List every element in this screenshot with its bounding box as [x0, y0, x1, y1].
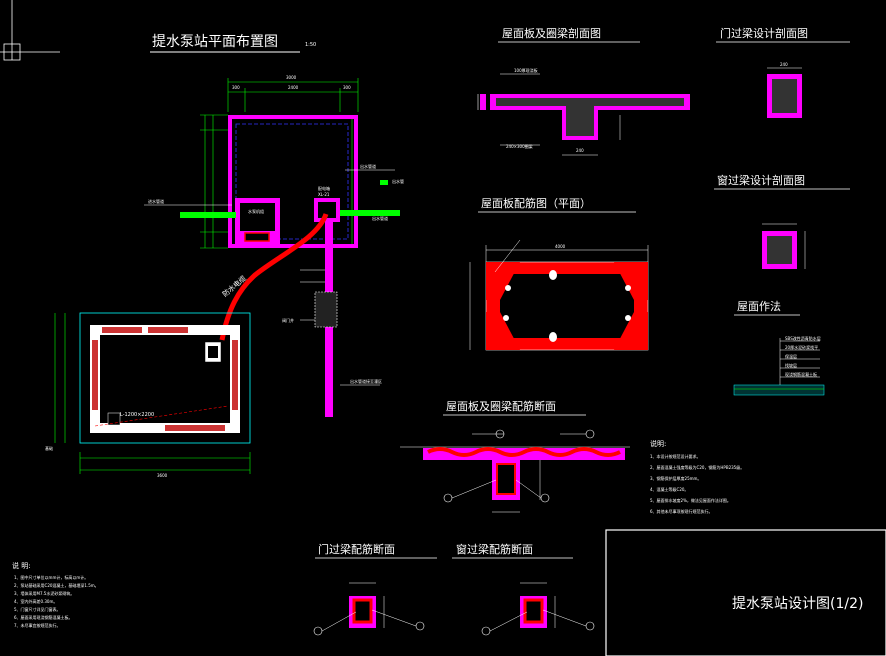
main-plan-scale: 1:50	[305, 42, 316, 48]
svg-text:基础: 基础	[45, 445, 53, 451]
title-block-text: 提水泵站设计图(1/2)	[732, 596, 863, 612]
cad-crosshair-cursor	[0, 0, 60, 61]
foundation-dim-total: 3600	[157, 473, 168, 478]
roof-outline-dashed	[235, 123, 349, 240]
notes-left-heading: 说 明:	[12, 561, 31, 570]
notes-left-line: 3、墙体采用M7.5水泥砂浆砌筑。	[14, 590, 74, 596]
roof-rebar-plan-drawing: 4000	[469, 239, 649, 351]
pipe-outlet	[380, 180, 388, 185]
pump-unit-left: 水泵机组	[235, 198, 280, 246]
door-lintel-section-drawing: 240	[767, 62, 802, 118]
svg-text:配电箱: 配电箱	[318, 185, 330, 191]
roof-beam-rebar-drawing	[400, 429, 630, 513]
svg-text:240×300圈梁: 240×300圈梁	[506, 143, 533, 149]
main-plan-title: 提水泵站平面布置图	[152, 34, 278, 50]
svg-text:进水管道: 进水管道	[148, 198, 164, 204]
svg-text:SBS改性沥青防水层: SBS改性沥青防水层	[785, 335, 821, 341]
plan-dim-a: 300	[232, 85, 240, 90]
notes-right-lines: 1、本设计按规范设计要求。 2、屋面混凝土强度等级为C20，钢筋为HPB235级…	[650, 453, 744, 514]
roof-beam-section-title: 屋面板及圈梁剖面图	[502, 26, 601, 40]
valve-well	[314, 291, 338, 328]
svg-text:水泵机组: 水泵机组	[248, 208, 264, 214]
plan-dim-c: 300	[343, 85, 351, 90]
rebar-plan-dim: 4000	[555, 244, 566, 249]
svg-text:出水管道接至灌区: 出水管道接至灌区	[350, 378, 382, 384]
svg-text:保温层: 保温层	[785, 353, 797, 359]
svg-text:出水管道: 出水管道	[372, 215, 388, 221]
notes-left-line: 2、泵站基础采用C20混凝土，基础埋深1.5m。	[14, 582, 99, 588]
notes-left-lines: 1、图中尺寸单位以mm计，标高以m计。 2、泵站基础采用C20混凝土，基础埋深1…	[14, 574, 99, 628]
plan-dim-total: 3000	[286, 75, 297, 80]
roof-method-layer-labels: SBS改性沥青防水层 20厚水泥砂浆找平 保温层 找坡层 现浇钢筋混凝土板	[785, 335, 821, 377]
svg-text:找坡层: 找坡层	[785, 362, 797, 368]
svg-text:阀门井: 阀门井	[282, 317, 294, 323]
window-lintel-section-title: 窗过梁设计剖面图	[717, 173, 805, 187]
door-lintel-rebar-title: 门过梁配筋断面	[318, 542, 395, 556]
notes-right-heading: 说明:	[650, 439, 666, 448]
foundation-wall-note: L-1200×2200	[120, 412, 154, 418]
door-lintel-rebar-drawing	[313, 582, 425, 636]
notes-left-line: 5、门窗尺寸详见门窗表。	[14, 606, 61, 612]
svg-text:现浇钢筋混凝土板: 现浇钢筋混凝土板	[785, 371, 817, 377]
svg-text:出水管道: 出水管道	[360, 163, 376, 169]
svg-text:100厚现浇板: 100厚现浇板	[514, 67, 538, 73]
notes-right-line: 6、其他未尽事项按现行规范执行。	[650, 508, 713, 514]
window-lintel-rebar-drawing	[481, 582, 595, 636]
roof-beam-rebar-title: 屋面板及圈梁配筋断面	[446, 399, 556, 413]
pipe-left	[180, 212, 236, 218]
foundation-outline	[79, 312, 251, 444]
foundation-dimensions	[54, 313, 251, 474]
notes-left-line: 4、室内外高差0.30m。	[14, 598, 57, 604]
window-lintel-section-drawing	[762, 223, 806, 269]
notes-left-line: 7、未尽事宜按规范执行。	[14, 622, 61, 628]
roof-method-drawing	[733, 338, 825, 396]
plan-dim-b: 2400	[288, 85, 299, 90]
title-block	[605, 529, 886, 656]
svg-text:XL-21: XL-21	[318, 192, 330, 197]
roof-method-title: 屋面作法	[737, 299, 781, 313]
notes-right-line: 5、屋面排水坡度2%，做法见屋面作法详图。	[650, 497, 731, 503]
waterproof-cable	[219, 213, 329, 341]
plan-dimensions-top	[227, 78, 359, 112]
window-lintel-rebar-title: 窗过梁配筋断面	[456, 542, 533, 556]
roof-beam-section-drawing: 100厚现浇板 240×300圈梁 240	[477, 67, 690, 156]
notes-left-line: 1、图中尺寸单位以mm计，标高以m计。	[14, 574, 88, 580]
svg-text:240: 240	[576, 148, 584, 153]
foundation-axis	[94, 405, 229, 427]
svg-text:20厚水泥砂浆找平: 20厚水泥砂浆找平	[785, 344, 818, 350]
door-lintel-width: 240	[780, 62, 788, 67]
pump-unit-right: 配电箱 XL-21	[314, 185, 340, 222]
pipe-right	[340, 210, 400, 216]
notes-right-line: 3、钢筋保护层厚度25mm。	[650, 475, 701, 481]
roof-rebar-plan-title: 屋面板配筋图（平面）	[481, 196, 591, 210]
foundation-walls	[90, 325, 240, 433]
door-lintel-section-title: 门过梁设计剖面图	[720, 26, 808, 40]
pipe-annotations: 阀门井 出水管道接至灌区	[282, 269, 382, 386]
notes-right-line: 4、混凝土等级C20。	[650, 486, 688, 492]
notes-right-line: 1、本设计按规范设计要求。	[650, 453, 701, 459]
plan-dimensions-left	[200, 114, 228, 249]
notes-right-line: 2、屋面混凝土强度等级为C20，钢筋为HPB235级。	[650, 464, 744, 470]
notes-left-line: 6、屋面采用现浇钢筋混凝土板。	[14, 614, 73, 620]
svg-text:出水管: 出水管	[392, 178, 404, 184]
